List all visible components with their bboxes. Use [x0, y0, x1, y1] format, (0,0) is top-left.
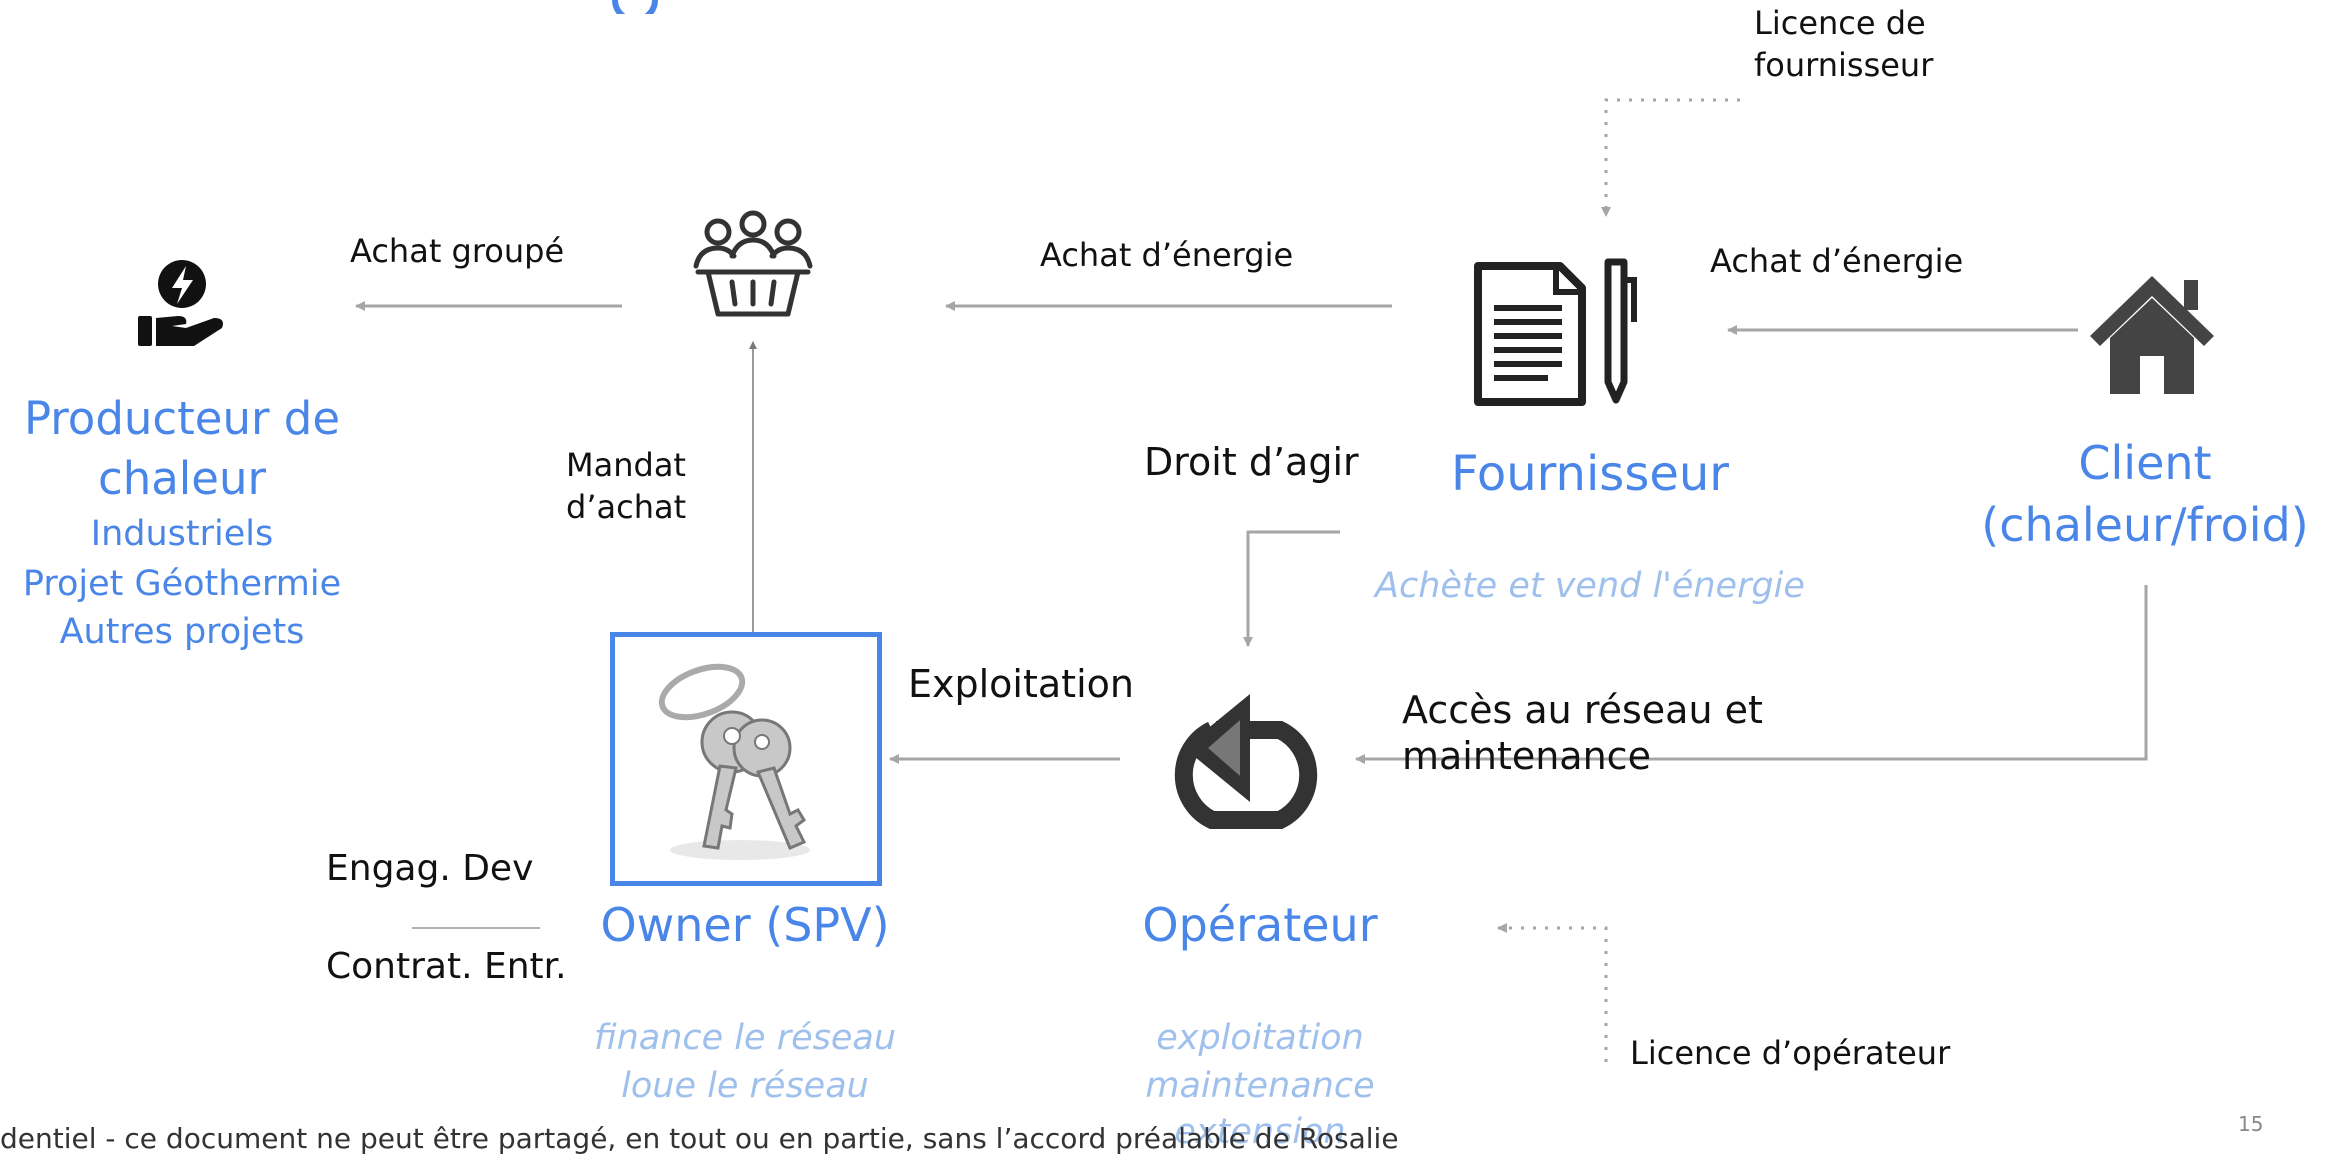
contract-document-icon [1474, 258, 1637, 406]
fournisseur-title: Fournisseur [1450, 446, 1730, 502]
operateur-title: Opérateur [1142, 898, 1378, 952]
arrow-droit-agir [1243, 530, 1340, 647]
operateur-sub-maintenance: maintenance [1145, 1066, 1375, 1106]
house-icon [2090, 276, 2214, 394]
edge-acces-line1: Accès au réseau et [1402, 688, 1763, 732]
keys-icon [658, 663, 810, 860]
page-number: 15 [2238, 1112, 2264, 1136]
edge-licence-fournisseur-line1: Licence de [1754, 4, 1926, 42]
producer-sub-geothermie: Projet Géothermie [22, 564, 342, 604]
producer-sub-industriels: Industriels [90, 514, 274, 554]
edge-mandat-line1: Mandat [566, 446, 686, 484]
owner-sub-finance: finance le réseau [593, 1018, 897, 1058]
edge-achat-energie-1: Achat d’énergie [1040, 236, 1294, 274]
producer-title-line1: Producteur de [23, 392, 341, 445]
operateur-sub-exploitation: exploitation [1156, 1018, 1364, 1058]
producer-sub-autres: Autres projets [59, 612, 305, 652]
edge-exploitation: Exploitation [908, 662, 1134, 706]
edge-licence-fournisseur-line2: fournisseur [1754, 46, 1934, 84]
producer-title-line2: chaleur [97, 452, 267, 505]
fournisseur-subtitle: Achète et vend l'énergie [1375, 566, 1805, 606]
edge-acces-line2: maintenance [1402, 734, 1651, 778]
energy-hand-icon [138, 260, 223, 346]
edge-achat-groupe: Achat groupé [350, 232, 565, 270]
edge-mandat-line2: d’achat [566, 488, 687, 526]
edge-licence-operateur: Licence d’opérateur [1630, 1034, 1951, 1072]
owner-sub-loue: loue le réseau [621, 1066, 869, 1106]
operator-cycle-icon [1174, 694, 1318, 829]
group-basket-icon [693, 210, 813, 317]
arrow-licence-operateur [1497, 923, 1608, 1062]
top-partial-circle-icon [612, 0, 658, 14]
edge-contrat-entr: Contrat. Entr. [326, 946, 567, 987]
arrow-acces-reseau [1355, 585, 2148, 764]
client-title-line2: (chaleur/froid) [1981, 498, 2309, 552]
arrow-licence-fournisseur [1601, 98, 1740, 217]
footer-confidential: dentiel - ce document ne peut être parta… [0, 1122, 1399, 1155]
edge-droit-agir: Droit d’agir [1144, 440, 1359, 484]
edge-achat-energie-2: Achat d’énergie [1710, 242, 1964, 280]
owner-title: Owner (SPV) [600, 898, 890, 952]
client-title-line1: Client [2078, 436, 2212, 490]
edge-engag-dev: Engag. Dev [326, 848, 534, 889]
